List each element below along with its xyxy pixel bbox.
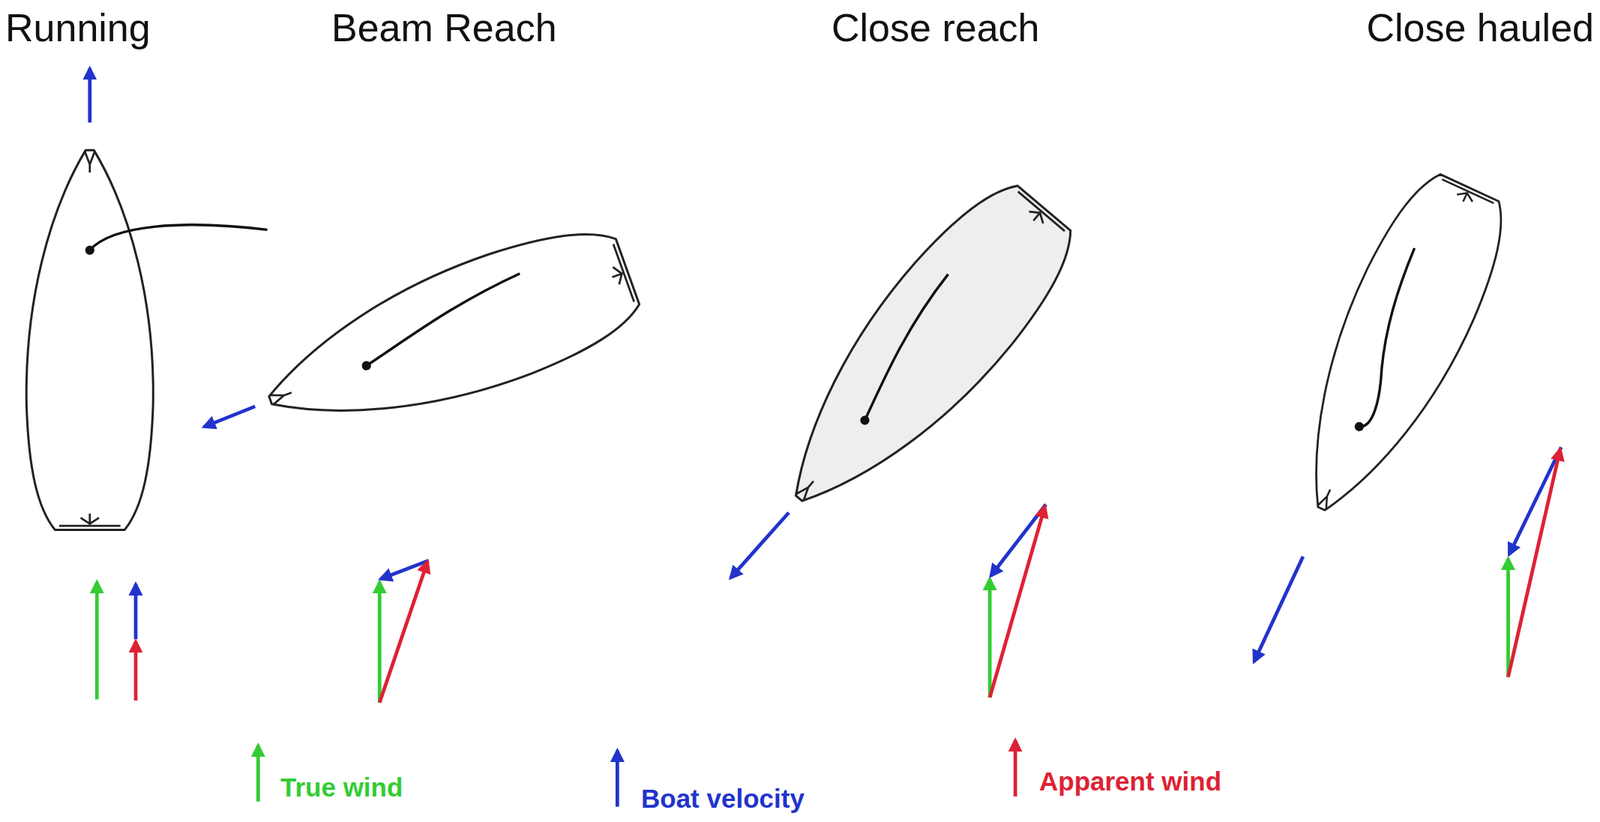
point-of-sail-label: Close reach xyxy=(831,5,1040,51)
point-of-sail-label: Running xyxy=(5,5,151,51)
point-of-sail-label: Beam Reach xyxy=(331,5,558,51)
legend-text: True wind xyxy=(280,772,403,803)
point-of-sail-label: Close hauled xyxy=(1366,5,1595,51)
legend-text: Boat velocity xyxy=(641,783,805,814)
legend-text: Apparent wind xyxy=(1039,766,1222,797)
